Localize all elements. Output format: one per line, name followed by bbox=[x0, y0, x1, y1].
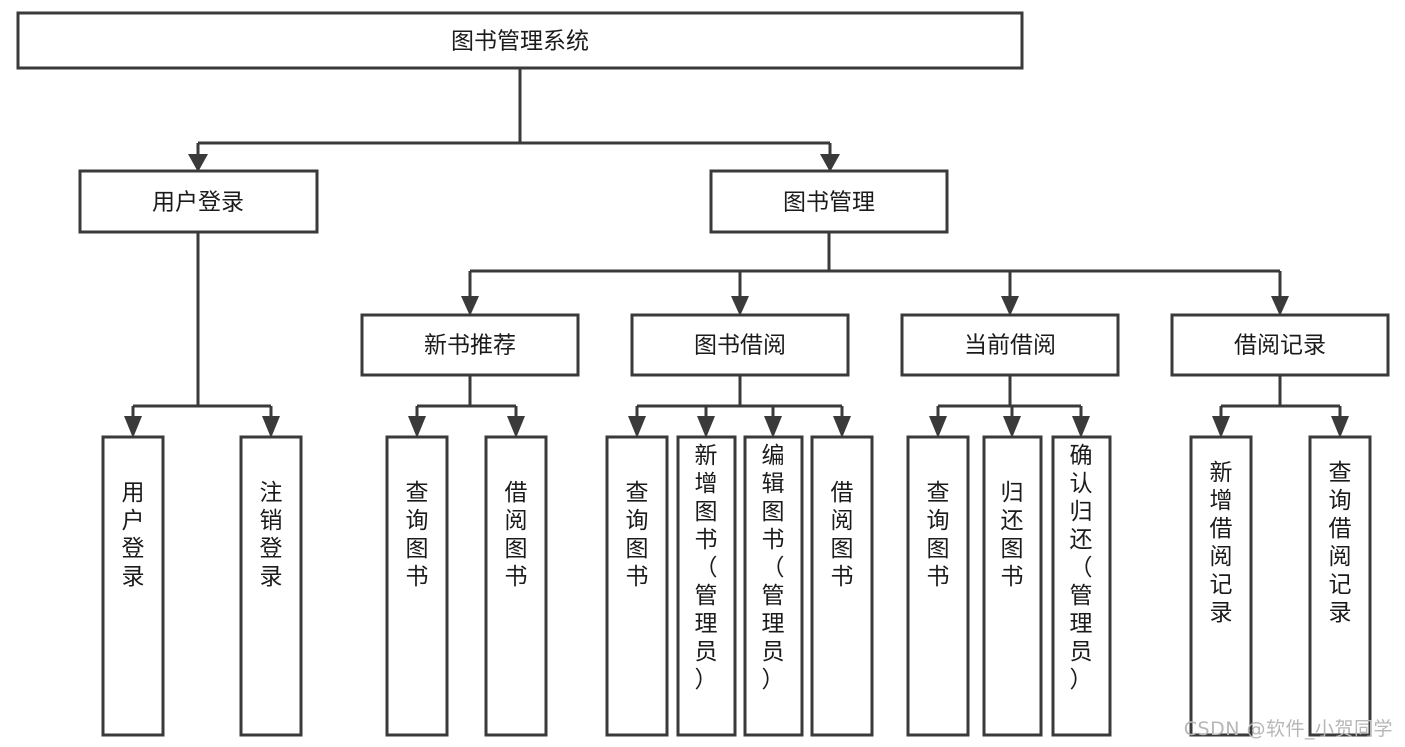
leaf-borrow-book-recommend[interactable]: 借阅图书 bbox=[484, 435, 548, 737]
leaf-query-book-recommend-box[interactable] bbox=[385, 435, 449, 737]
leaf-edit-book-admin[interactable]: 编辑图书（管理员） bbox=[743, 435, 804, 737]
arrow-head-leaf-query-record bbox=[1331, 416, 1349, 438]
node-book-management-box[interactable] bbox=[709, 169, 949, 234]
arrow-head-leaf-add-book bbox=[697, 416, 715, 438]
node-borrow-record-label-box[interactable] bbox=[1170, 313, 1390, 377]
leaf-logout-label: 注销登录 bbox=[260, 480, 283, 590]
leaf-query-borrow-record-label: 查询借阅记录 bbox=[1329, 460, 1352, 626]
leaf-return-book-label: 归还图书 bbox=[1001, 480, 1024, 590]
leaf-confirm-return-admin[interactable]: 确认归还（管理员） bbox=[1051, 435, 1112, 737]
leaf-query-book-borrow-label: 查询图书 bbox=[626, 480, 649, 590]
leaf-query-book-borrow[interactable]: 查询图书 bbox=[605, 435, 669, 737]
leaf-query-book-current-box[interactable] bbox=[906, 435, 970, 737]
leaf-edit-book-admin-box[interactable] bbox=[743, 435, 804, 737]
arrow-head-leaf-query-book-a bbox=[408, 416, 426, 438]
arrow-head-leaf-query-book-b bbox=[628, 416, 646, 438]
arrow-head-leaf-logout bbox=[262, 416, 280, 438]
arrow-head-leaf-return-book bbox=[1003, 416, 1021, 438]
arrow-head-book-borrow bbox=[731, 296, 749, 316]
leaf-query-book-recommend[interactable]: 查询图书 bbox=[385, 435, 449, 737]
node-root-label: 图书管理系统 bbox=[451, 29, 589, 55]
node-current-borrow-box[interactable] bbox=[900, 313, 1120, 377]
leaf-user-login-box[interactable] bbox=[101, 435, 165, 737]
node-user-login-box[interactable] bbox=[78, 169, 319, 234]
arrow-head-borrow-record bbox=[1271, 296, 1289, 316]
leaf-borrow-book-recommend-label: 借阅图书 bbox=[505, 480, 528, 590]
leaf-edit-book-admin-label: 编辑图书（管理员） bbox=[762, 443, 785, 693]
node-new-book-recommend-label: 新书推荐 bbox=[424, 333, 516, 359]
node-book-borrow-label: 图书借阅 bbox=[694, 333, 786, 359]
leaf-query-book-current-label: 查询图书 bbox=[927, 480, 950, 590]
node-book-borrow[interactable]: 图书借阅 bbox=[630, 313, 850, 377]
leaf-confirm-return-admin-box[interactable] bbox=[1051, 435, 1112, 737]
node-book-borrow-box[interactable] bbox=[630, 313, 850, 377]
node-current-borrow[interactable]: 当前借阅 bbox=[900, 313, 1120, 377]
node-current-borrow-label: 当前借阅 bbox=[964, 333, 1056, 359]
leaf-borrow-book-box[interactable] bbox=[810, 435, 874, 737]
leaf-borrow-book-label: 借阅图书 bbox=[831, 480, 854, 590]
leaf-logout[interactable]: 注销登录 bbox=[239, 435, 303, 737]
leaf-add-borrow-record-box[interactable] bbox=[1189, 435, 1253, 737]
leaf-user-login[interactable]: 用户登录 bbox=[101, 435, 165, 737]
node-book-management[interactable]: 图书管理 bbox=[709, 169, 949, 234]
node-user-login-label: 用户登录 bbox=[152, 190, 244, 216]
arrow-head-leaf-borrow-book-a bbox=[507, 416, 525, 438]
leaf-add-book-admin-label: 新增图书（管理员） bbox=[695, 443, 718, 693]
arrow-head-leaf-query-book-c bbox=[929, 416, 947, 438]
leaf-add-borrow-record[interactable]: 新增借阅记录 bbox=[1189, 435, 1253, 737]
leaf-query-book-current[interactable]: 查询图书 bbox=[906, 435, 970, 737]
node-borrow-record-label: 借阅记录 bbox=[1234, 333, 1326, 359]
arrow-head-leaf-edit-book bbox=[764, 416, 782, 438]
arrow-head-leaf-add-record bbox=[1212, 416, 1230, 438]
leaf-query-borrow-record-box[interactable] bbox=[1308, 435, 1372, 737]
leaf-return-book[interactable]: 归还图书 bbox=[982, 435, 1043, 737]
arrow-head-leaf-borrow-book-b bbox=[833, 416, 851, 438]
node-book-management-label: 图书管理 bbox=[783, 190, 875, 216]
arrow-head-current-borrow bbox=[1001, 296, 1019, 316]
leaf-query-book-recommend-label: 查询图书 bbox=[406, 480, 429, 590]
connector-layer bbox=[124, 68, 1349, 438]
leaf-query-book-borrow-box[interactable] bbox=[605, 435, 669, 737]
leaf-return-book-box[interactable] bbox=[982, 435, 1043, 737]
arrow-head-leaf-confirm-return bbox=[1072, 416, 1090, 438]
leaf-add-borrow-record-label: 新增借阅记录 bbox=[1210, 460, 1233, 626]
leaf-logout-box[interactable] bbox=[239, 435, 303, 737]
node-borrow-record[interactable]: 借阅记录 bbox=[1170, 313, 1390, 377]
leaf-add-book-admin[interactable]: 新增图书（管理员） bbox=[676, 435, 737, 737]
node-root[interactable]: 图书管理系统 bbox=[16, 11, 1024, 70]
leaf-user-login-label: 用户登录 bbox=[122, 480, 145, 590]
leaf-confirm-return-admin-label: 确认归还（管理员） bbox=[1070, 443, 1093, 693]
node-root-box[interactable] bbox=[16, 11, 1024, 70]
node-new-book-recommend[interactable]: 新书推荐 bbox=[360, 313, 580, 377]
node-user-login[interactable]: 用户登录 bbox=[78, 169, 319, 234]
leaf-borrow-book-recommend-box[interactable] bbox=[484, 435, 548, 737]
leaf-borrow-book[interactable]: 借阅图书 bbox=[810, 435, 874, 737]
arrow-head-new-book-rec bbox=[461, 296, 479, 316]
arrow-head-user-login bbox=[188, 154, 208, 172]
leaf-add-book-admin-box[interactable] bbox=[676, 435, 737, 737]
arrow-head-book-mgmt bbox=[820, 154, 840, 172]
node-new-book-recommend-box[interactable] bbox=[360, 313, 580, 377]
arrow-head-leaf-user-login bbox=[124, 416, 142, 438]
leaf-query-borrow-record[interactable]: 查询借阅记录 bbox=[1308, 435, 1372, 737]
